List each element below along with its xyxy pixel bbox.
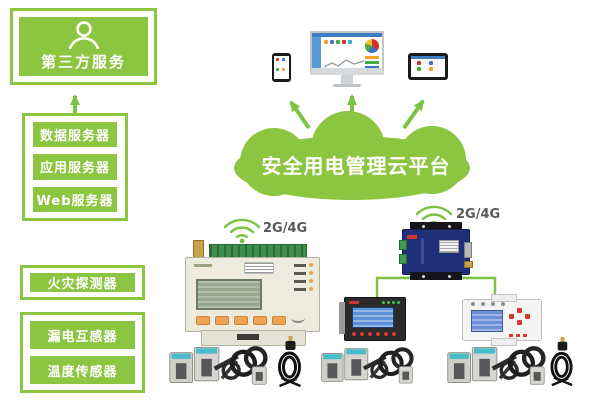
- sensor-stack: 漏电互感器 温度传感器: [20, 312, 145, 393]
- panel-fire-monitor: [339, 297, 406, 341]
- fire-detector-label: 火灾探测器: [30, 273, 135, 292]
- lcd-display: [471, 310, 503, 332]
- cloud-to-tablet-arrow: [402, 99, 425, 130]
- monitor-screen: [310, 31, 384, 75]
- dashboard-header: [312, 33, 382, 37]
- dashboard-line-chart: [324, 59, 364, 68]
- wireless-label-left: 2G/4G: [263, 221, 308, 236]
- serial-port: [464, 242, 472, 258]
- mounting-tab-bottom: [410, 272, 462, 280]
- panel-divider: [421, 238, 424, 264]
- third-party-service-label: 第三方服务: [40, 53, 126, 71]
- lcd-display: [196, 279, 262, 310]
- fire-detector-box: 火灾探测器: [20, 265, 145, 300]
- dial-mark: [291, 313, 305, 323]
- monitor-stand: [341, 75, 353, 84]
- person-icon: [68, 21, 99, 49]
- device-buttons: [352, 332, 396, 336]
- ct-clamp-set-middle: [320, 340, 414, 390]
- device-label: [439, 240, 459, 253]
- power-terminal: [399, 240, 407, 250]
- lcd-display: [352, 307, 394, 328]
- cloud-to-phone-arrow: [289, 100, 311, 130]
- meter-body: [185, 257, 320, 332]
- smartphone-screen: [274, 56, 289, 79]
- terminal-screws: [471, 302, 505, 306]
- antenna-cable-right: [550, 337, 574, 387]
- third-party-service-inner: 第三方服务: [19, 17, 148, 76]
- brand-mark: [194, 264, 212, 267]
- app-dot: [276, 68, 279, 71]
- tablet-app-icons: [411, 59, 445, 73]
- ct-clamp-set-left: [168, 340, 268, 390]
- din-tab-top: [491, 294, 517, 302]
- antenna-cable-left: [278, 336, 302, 388]
- din-tab-bottom: [491, 338, 517, 346]
- data-server-item: 数据服务器: [33, 122, 117, 148]
- app-dot: [276, 58, 279, 61]
- navigation-keys: [509, 308, 531, 326]
- third-party-service-box: 第三方服务: [10, 8, 157, 85]
- rail-clip: [237, 334, 259, 340]
- leakage-ct-label: 漏电互感器: [30, 321, 135, 349]
- dashboard-pie-chart: [365, 39, 379, 53]
- power-terminal: [399, 254, 407, 264]
- tablet-screen: [411, 56, 445, 77]
- brand-logo: [407, 235, 417, 239]
- desktop-monitor-icon: [310, 31, 384, 87]
- monitor-base: [333, 84, 361, 87]
- dashboard-kpi-chips: [324, 40, 352, 44]
- brand-mark: [349, 301, 359, 304]
- meter-buttons: [196, 316, 286, 325]
- smartphone-icon: [272, 53, 291, 82]
- wireless-label-right: 2G/4G: [456, 207, 501, 222]
- tablet-header: [411, 56, 445, 59]
- dtu-gateway: [399, 222, 473, 280]
- antenna-stub: [464, 261, 473, 268]
- server-stack: 数据服务器 应用服务器 Web服务器: [22, 113, 128, 221]
- status-led-block: [294, 263, 313, 291]
- app-server-item: 应用服务器: [33, 154, 117, 180]
- dashboard-sidebar: [312, 37, 321, 68]
- web-server-item: Web服务器: [33, 186, 117, 212]
- dashboard-legend-rows: [365, 56, 379, 68]
- barcode-sticker: [244, 262, 274, 274]
- tablet-icon: [408, 53, 448, 80]
- temperature-sensor-label: 温度传感器: [30, 356, 135, 384]
- app-dot: [282, 68, 285, 71]
- dtu-body: [399, 229, 473, 275]
- cloud-shape: [234, 111, 470, 200]
- cloud-platform-label: 安全用电管理云平台: [261, 154, 451, 178]
- din-rail-meter: [462, 294, 542, 346]
- mounting-flange: [339, 302, 345, 334]
- wifi-icon-left: [223, 218, 261, 243]
- terminal-block: [209, 244, 307, 259]
- mounting-tab-top: [410, 222, 462, 230]
- gateway-energy-meter: [185, 238, 320, 348]
- app-dot: [282, 58, 285, 61]
- status-leds: [382, 301, 400, 304]
- indicator-row: [509, 334, 527, 337]
- ct-clamp-set-right: [446, 340, 546, 390]
